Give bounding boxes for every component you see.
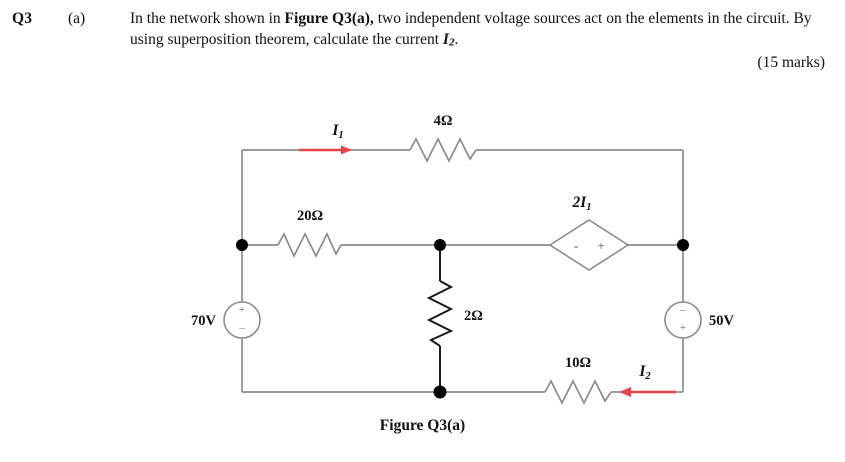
resistor-10ohm-zigzag [544,379,612,405]
voltage-source-70v: + – 70V [191,301,261,339]
dependent-voltage-source: - + 2I1 [548,194,630,271]
marks-allocation: (15 marks) [757,54,825,71]
resistor-2ohm: 2Ω [426,245,483,392]
voltage-source-50v-circle [664,301,702,339]
voltage-source-70v-label: 70V [191,313,217,329]
question-text-run-1: In the network shown in [130,10,285,27]
voltage-source-50v-plus-sign: + [680,322,686,334]
current-label-i1: I1 [331,122,343,141]
resistor-2ohm-zigzag [426,280,454,347]
question-text-run-3: . [454,31,459,48]
resistor-10ohm-label: 10Ω [565,355,591,371]
question-text: In the network shown in Figure Q3(a), tw… [130,8,818,54]
circuit-diagram-svg: 4Ω 20Ω 2Ω 10Ω - + 2I1 + [191,113,735,405]
voltage-source-70v-minus-sign: – [238,322,245,334]
dependent-source-plus-sign: + [597,238,604,253]
figure-reference-bold: Figure Q3(a), [284,10,374,27]
current-label-i2: I2 [638,363,651,382]
dependent-source-minus-sign: - [574,238,578,253]
question-text-run-2: two independent voltage sources act on t… [130,10,812,48]
resistor-4ohm-zigzag [409,137,477,163]
resistor-4ohm-label: 4Ω [434,113,453,129]
node-center-top [434,239,446,251]
current-arrow-i1: I1 [299,122,352,155]
question-number: Q3 [12,10,33,27]
circuit-figure: 4Ω 20Ω 2Ω 10Ω - + 2I1 + [0,95,845,462]
dependent-source-diamond [548,219,630,271]
current-symbol-inline: I [442,31,449,48]
voltage-source-50v-minus-sign: – [679,304,686,316]
voltage-source-70v-circle [223,301,261,339]
resistor-20ohm-label: 20Ω [297,208,323,224]
resistor-2ohm-label: 2Ω [464,308,483,324]
circuit-nodes [236,239,689,399]
figure-caption: Figure Q3(a) [379,417,466,434]
current-subscript-inline: 2 [448,36,455,49]
resistor-20ohm: 20Ω [277,208,342,258]
resistor-4ohm: 4Ω [409,113,477,163]
current-arrow-i2-head [619,387,631,397]
voltage-source-50v: – + 50V [664,301,735,339]
resistor-10ohm: 10Ω [544,355,612,405]
voltage-source-70v-plus-sign: + [239,304,245,316]
node-right [677,239,689,251]
circuit-wires [241,149,684,393]
question-header: Q3 (a) In the network shown in Figure Q3… [0,0,845,95]
current-arrow-i1-head [341,145,352,155]
node-center-bottom [433,385,447,399]
current-arrow-i2: I2 [619,363,676,397]
resistor-20ohm-zigzag [277,232,342,258]
question-part-label: (a) [68,10,86,27]
voltage-source-50v-label: 50V [709,313,735,329]
node-left [236,239,248,251]
dependent-source-label: 2I1 [571,194,591,213]
